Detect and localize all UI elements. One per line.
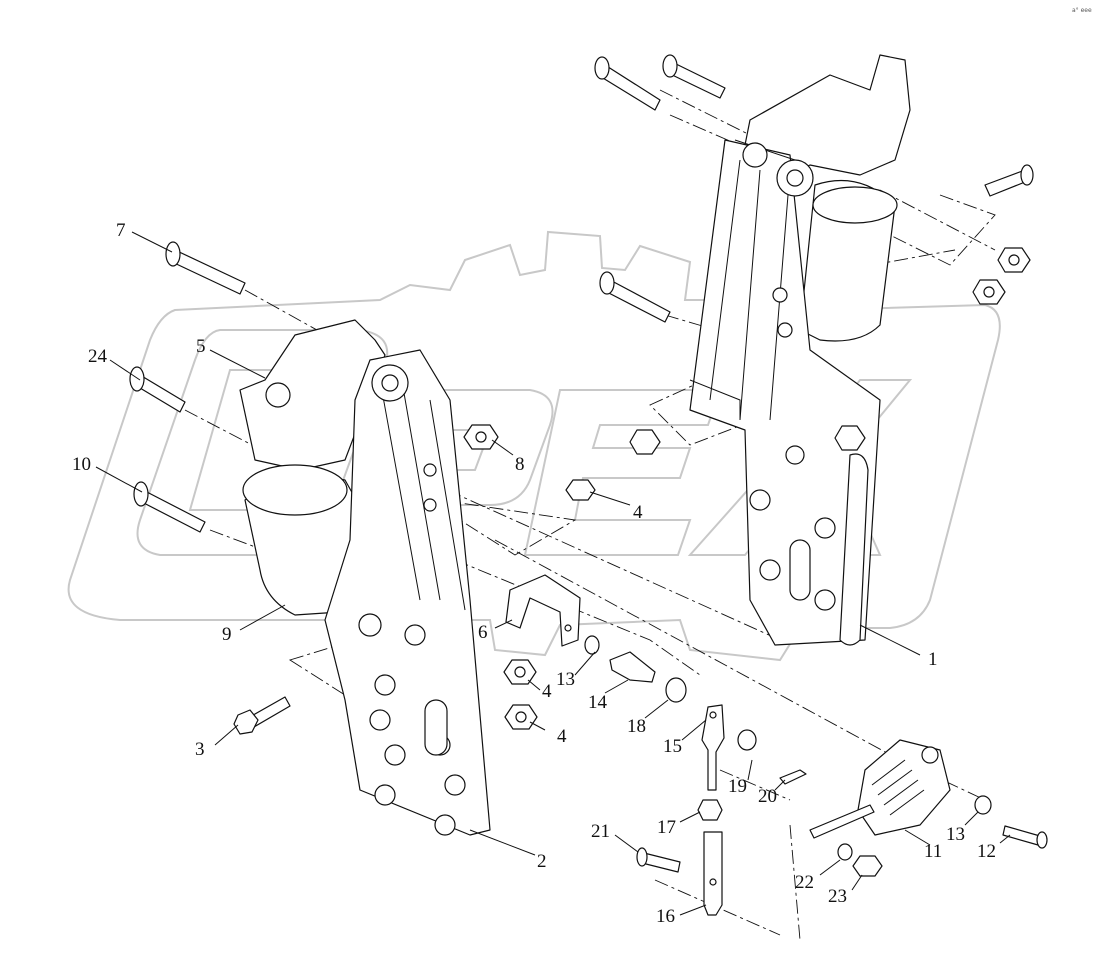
cotter-20 [779, 769, 807, 785]
part-1-right-bracket-assembly [689, 54, 911, 646]
callout-4-mid: 4 [542, 681, 552, 702]
small-hardware [505, 574, 1048, 916]
callout-10: 10 [72, 454, 91, 475]
corner-text: a° eee [1072, 7, 1092, 14]
callout-18: 18 [627, 716, 646, 737]
callout-8: 8 [515, 454, 525, 475]
bushing-18 [665, 677, 687, 703]
callout-17: 17 [657, 817, 676, 838]
callout-6: 6 [478, 622, 488, 643]
callout-15: 15 [663, 736, 682, 757]
callout-23: 23 [828, 886, 847, 907]
callout-3: 3 [195, 739, 205, 760]
right-air-spring-top [812, 186, 898, 224]
callout-21: 21 [591, 821, 610, 842]
left-air-spring-top [242, 464, 348, 516]
callout-12: 12 [977, 841, 996, 862]
part-6-clamp [505, 574, 581, 647]
link-16 [703, 831, 723, 916]
callout-5: 5 [196, 336, 206, 357]
callout-7: 7 [116, 220, 126, 241]
callout-14: 14 [588, 692, 608, 713]
right-bracket-body [689, 139, 881, 646]
nut-17 [697, 799, 723, 821]
pin-14 [609, 651, 656, 683]
part-2-left-bracket-assembly [239, 319, 491, 836]
bolt-7 [169, 249, 246, 295]
nut-right-4 [834, 425, 866, 451]
callout-4-top: 4 [633, 502, 643, 523]
callout-24: 24 [88, 346, 108, 367]
callout-16: 16 [656, 906, 675, 927]
callout-2: 2 [537, 851, 547, 872]
left-upper-plate [239, 319, 386, 471]
left-bracket-body [324, 349, 491, 836]
watermark-letter-e [523, 389, 722, 556]
nut-23 [852, 855, 883, 877]
valve-lever [809, 804, 875, 839]
callout-1: 1 [928, 649, 938, 670]
bolt-3-head [233, 709, 259, 735]
callout-11: 11 [924, 841, 942, 862]
washer-13-right [974, 795, 992, 815]
callout-4-low: 4 [557, 726, 567, 747]
callout-9: 9 [222, 624, 232, 645]
callout-20: 20 [758, 786, 777, 807]
watermark-gear [67, 230, 1001, 662]
link-15 [701, 704, 725, 791]
washer-22 [837, 843, 853, 861]
callout-19: 19 [728, 776, 747, 797]
washer-19 [737, 729, 757, 751]
bolt-12 [1002, 825, 1041, 846]
callout-22: 22 [795, 872, 814, 893]
callout-labels: 7 5 24 10 8 4 9 6 13 4 14 4 3 2 1 18 15 … [72, 220, 996, 927]
leader-lines [95, 231, 1011, 916]
callout-13-right: 13 [946, 824, 965, 845]
right-bolts [594, 54, 1034, 455]
nut-right-3 [629, 429, 661, 455]
washer-13 [584, 635, 600, 655]
left-bolts [129, 241, 596, 735]
callout-13-left: 13 [556, 669, 575, 690]
nut-4-top [565, 479, 596, 501]
